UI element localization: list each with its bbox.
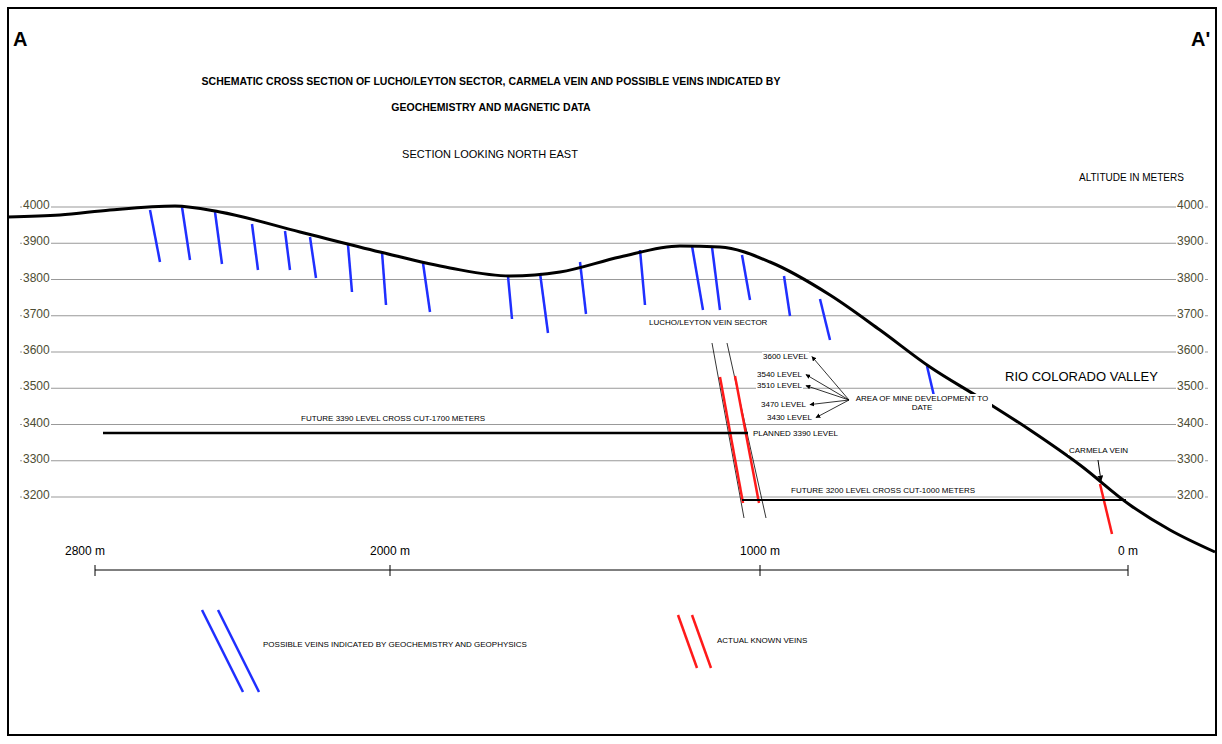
distance-value: 0 m bbox=[1117, 545, 1139, 559]
possible-vein bbox=[640, 250, 645, 305]
grid-line bbox=[20, 315, 1208, 316]
diagram-title: SCHEMATIC CROSS SECTION OF LUCHO/LEYTON … bbox=[180, 68, 802, 120]
possible-vein bbox=[348, 245, 352, 292]
level-label: 3470 LEVEL bbox=[760, 400, 807, 409]
vein-outline bbox=[712, 343, 744, 518]
cross-cut-3390 bbox=[103, 432, 748, 435]
vein-name: CARMELA VEIN bbox=[1068, 446, 1129, 455]
possible-vein bbox=[540, 273, 548, 333]
altitude-value: 3500 bbox=[22, 380, 51, 394]
leader-arrow bbox=[816, 400, 849, 418]
cross-cut-3200 bbox=[742, 499, 1126, 501]
altitude-value: 3800 bbox=[1176, 272, 1205, 286]
frame bbox=[8, 8, 1216, 735]
altitude-value: 3400 bbox=[1176, 417, 1205, 431]
view-direction-note: SECTION LOOKING NORTH EAST bbox=[401, 148, 579, 161]
altitude-grid bbox=[20, 207, 1208, 497]
level-label: 3510 LEVEL bbox=[756, 381, 803, 390]
altitude-value: 3700 bbox=[22, 308, 51, 322]
section-end-label: A bbox=[12, 28, 28, 51]
possible-vein bbox=[182, 207, 190, 260]
cross-cut-label: FUTURE 3200 LEVEL CROSS CUT-1000 METERS bbox=[790, 486, 976, 495]
possible-vein bbox=[712, 247, 720, 310]
altitude-value: 3900 bbox=[22, 235, 51, 249]
altitude-value: 3900 bbox=[1176, 235, 1205, 249]
leader-arrow bbox=[806, 375, 849, 400]
distance-value: 2800 m bbox=[64, 545, 106, 559]
leader-arrow bbox=[806, 386, 849, 400]
leader-line bbox=[1098, 460, 1101, 481]
possible-vein bbox=[310, 237, 316, 278]
terrain-profile bbox=[8, 206, 1215, 552]
known-vein bbox=[735, 376, 759, 503]
altitude-value: 3600 bbox=[22, 344, 51, 358]
altitude-value: 3800 bbox=[22, 272, 51, 286]
level-label: 3600 LEVEL bbox=[762, 352, 809, 361]
altitude-value: 3200 bbox=[22, 489, 51, 503]
valley-name: RIO COLORADO VALLEY bbox=[1004, 370, 1159, 385]
level-label: PLANNED 3390 LEVEL bbox=[752, 429, 839, 438]
legend-text: ACTUAL KNOWN VEINS bbox=[716, 636, 808, 645]
distance-value: 1000 m bbox=[739, 545, 781, 559]
altitude-value: 3500 bbox=[1176, 380, 1205, 394]
grid-line bbox=[20, 388, 1208, 389]
altitude-value: 3400 bbox=[22, 417, 51, 431]
possible-vein bbox=[820, 299, 830, 340]
possible-vein bbox=[784, 276, 790, 316]
distance-scale bbox=[95, 565, 1128, 576]
possible-vein bbox=[252, 224, 258, 270]
sector-name: LUCHO/LEYTON VEIN SECTOR bbox=[648, 318, 768, 327]
altitude-value: 3200 bbox=[1176, 489, 1205, 503]
possible-vein bbox=[423, 263, 430, 312]
level-label: 3430 LEVEL bbox=[766, 413, 813, 422]
possible-vein bbox=[692, 246, 703, 310]
altitude-value: 3700 bbox=[1176, 308, 1205, 322]
grid-line bbox=[20, 460, 1208, 461]
possible-vein bbox=[215, 212, 222, 264]
altitude-value: 3300 bbox=[22, 453, 51, 467]
altitude-value: 3600 bbox=[1176, 344, 1205, 358]
possible-veins bbox=[150, 207, 934, 396]
legend-text: POSSIBLE VEINS INDICATED BY GEOCHEMISTRY… bbox=[262, 640, 528, 649]
possible-vein bbox=[508, 276, 512, 319]
grid-line bbox=[20, 279, 1208, 280]
distance-value: 2000 m bbox=[369, 545, 411, 559]
altitude-value: 4000 bbox=[22, 199, 51, 213]
grid-line bbox=[20, 497, 1208, 498]
axis-title: ALTITUDE IN METERS bbox=[1078, 172, 1185, 184]
legend-sample bbox=[202, 610, 711, 692]
cross-cut-label: FUTURE 3390 LEVEL CROSS CUT-1700 METERS bbox=[300, 414, 486, 423]
grid-line bbox=[20, 243, 1208, 244]
possible-vein bbox=[742, 255, 750, 300]
altitude-value: 4000 bbox=[1176, 199, 1205, 213]
possible-vein bbox=[150, 210, 160, 262]
possible-vein bbox=[580, 262, 586, 314]
altitude-value: 3300 bbox=[1176, 453, 1205, 467]
section-end-label: A' bbox=[1190, 28, 1211, 51]
possible-vein bbox=[285, 231, 290, 270]
leader-arrow bbox=[810, 400, 849, 405]
development-note: AREA OF MINE DEVELOPMENT TO DATE bbox=[852, 394, 992, 412]
grid-line bbox=[20, 352, 1208, 353]
grid-line bbox=[20, 424, 1208, 425]
level-label: 3540 LEVEL bbox=[756, 370, 803, 379]
possible-vein bbox=[382, 252, 386, 305]
